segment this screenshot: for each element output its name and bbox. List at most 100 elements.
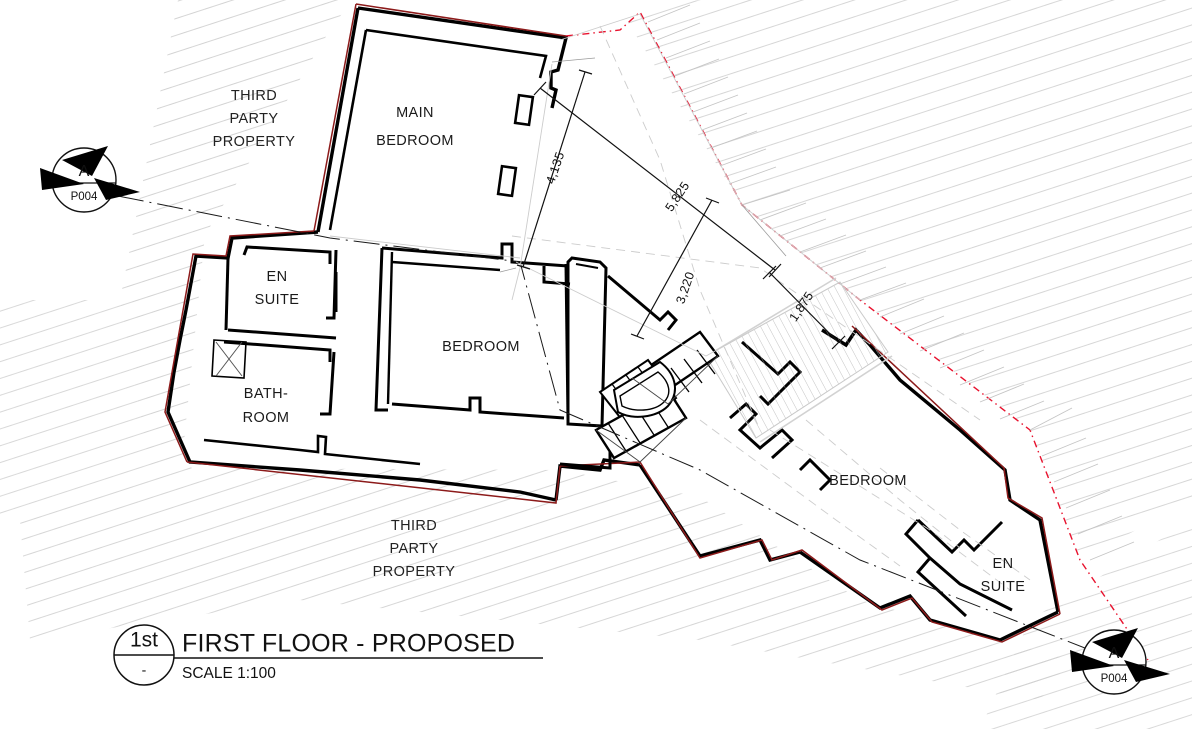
central-pier xyxy=(566,256,608,428)
room-label-en-suite-right: EN SUITE xyxy=(981,556,1026,595)
title-bubble-bottom-label: - xyxy=(142,662,147,678)
room-label-en-suite-left-line1: EN xyxy=(267,269,288,285)
bathroom-east-wall xyxy=(320,351,336,416)
boundary-south-right xyxy=(559,461,1061,643)
room-label-bathroom-line2: ROOM xyxy=(243,410,290,426)
section-marker-bottom-right[interactable]: A P004 xyxy=(1070,628,1170,695)
section-marker-bottom-right-arrow-upper xyxy=(1092,628,1138,658)
room-label-main-bedroom-line1: MAIN xyxy=(396,105,434,121)
main-bedroom-inner-west xyxy=(328,29,368,231)
dim-tick-1875-a xyxy=(762,265,777,280)
stair-void-diagonals xyxy=(595,355,719,463)
centre-bedroom-south-wall xyxy=(391,396,565,420)
centre-bedroom-west-inner xyxy=(386,251,394,405)
dim-tick-4135-a xyxy=(578,69,593,75)
stair-handrail xyxy=(619,371,670,411)
dimension-lines-group xyxy=(499,57,846,350)
boundary-west-north xyxy=(313,3,357,232)
section-line-group xyxy=(117,195,1091,651)
window-main-bedroom-2 xyxy=(496,164,518,198)
main-bedroom-west-wall xyxy=(316,7,360,233)
annotation-tpp-lower-line1: THIRD xyxy=(391,518,437,534)
room-label-bedroom-centre: BEDROOM xyxy=(442,339,520,355)
room-label-en-suite-right-line1: EN xyxy=(993,556,1014,572)
section-marker-top-left-letter: A xyxy=(79,163,90,180)
room-label-main-bedroom-line2: BEDROOM xyxy=(376,133,454,149)
setting-out-d xyxy=(329,235,521,259)
staircase-group xyxy=(594,330,720,463)
right-wing-ensuite-south xyxy=(915,557,968,618)
title-bubble-top-label: 1st xyxy=(130,629,158,652)
setting-out-f xyxy=(511,235,981,421)
west-wing-inner-bottom xyxy=(203,434,421,466)
annotation-third-party-upper: THIRD PARTY PROPERTY xyxy=(213,88,296,150)
building-boundary-overlay xyxy=(164,3,1061,643)
centre-bedroom-north-inner xyxy=(391,260,501,272)
landing-wall-stub-b xyxy=(607,274,679,331)
landing-wall-stub-a xyxy=(542,266,571,286)
dim-tick-5825-a xyxy=(533,81,547,96)
dimension-label-4135: 4,135 xyxy=(543,150,567,186)
setting-out-i xyxy=(699,419,901,567)
window-main-bedroom-1 xyxy=(513,93,535,127)
main-bedroom-inner-wall xyxy=(365,28,548,79)
dimension-label-3220: 3,220 xyxy=(673,270,697,306)
room-label-bathroom-line1: BATH- xyxy=(244,386,288,402)
dim-line-5825 xyxy=(539,87,776,271)
section-marker-top-left-arrow-lower xyxy=(40,168,84,190)
setting-out-g xyxy=(769,429,1011,591)
bathroom-window-sash xyxy=(215,341,243,377)
right-wing-internal-c xyxy=(798,457,833,492)
en-suite-left-west-wall xyxy=(224,257,230,331)
third-party-hatch-far-left xyxy=(0,300,150,520)
central-pier-inner xyxy=(575,263,599,269)
section-marker-top-left-sheet: P004 xyxy=(71,191,98,203)
section-marker-top-left-arrow-upper xyxy=(62,146,108,176)
annotation-tpp-upper-line2: PARTY xyxy=(229,111,278,127)
dim-tick-3220-a xyxy=(705,197,720,204)
dim-line-3220 xyxy=(636,199,713,337)
setting-out-a xyxy=(511,63,553,301)
room-label-en-suite-left: EN SUITE xyxy=(255,269,300,308)
room-label-en-suite-right-line2: SUITE xyxy=(981,579,1026,595)
en-suite-left-north-wall xyxy=(242,245,332,264)
title-block: 1st - FIRST FLOOR - PROPOSED SCALE 1:100 xyxy=(113,624,543,686)
setting-out-c xyxy=(515,261,841,357)
boundary-south xyxy=(186,461,561,504)
page-title: FIRST FLOOR - PROPOSED xyxy=(182,630,515,658)
title-scale-note: SCALE 1:100 xyxy=(182,665,276,682)
dim-tick-4135-b xyxy=(516,264,531,270)
third-party-annotations-group: THIRD PARTY PROPERTY THIRD PARTY PROPERT… xyxy=(213,88,456,580)
dim-tick-3220-b xyxy=(630,333,645,340)
dim-line-1875 xyxy=(768,271,839,343)
room-labels-group: MAIN BEDROOM EN SUITE BATH- ROOM BEDROOM… xyxy=(243,105,1026,595)
boundary-west xyxy=(164,230,315,463)
setting-out-e xyxy=(599,25,761,431)
dim-extension-lines xyxy=(499,57,787,273)
stair-balustrade xyxy=(612,360,676,418)
section-marker-top-left-arrow-right xyxy=(94,178,140,200)
room-label-main-bedroom: MAIN BEDROOM xyxy=(376,105,454,149)
annotation-tpp-upper-line3: PROPERTY xyxy=(213,134,296,150)
section-line-a-a xyxy=(117,195,1091,651)
room-label-en-suite-left-line2: SUITE xyxy=(255,292,300,308)
dimension-label-5825: 5,825 xyxy=(662,179,692,214)
bathroom-north-wall xyxy=(223,340,332,362)
boundary-east xyxy=(851,325,1061,615)
room-label-bathroom: BATH- ROOM xyxy=(243,386,290,426)
room-label-bedroom-right: BEDROOM xyxy=(829,473,907,489)
section-marker-bottom-right-arrow-right xyxy=(1124,660,1170,682)
setting-out-h xyxy=(805,419,961,549)
section-marker-bottom-right-letter: A xyxy=(1109,645,1120,662)
en-suite-left-south-wall xyxy=(227,328,337,340)
flat-roof-edge-b xyxy=(759,355,893,443)
main-bedroom-outer-wall xyxy=(357,6,569,109)
dim-line-4135 xyxy=(522,71,586,268)
boundary-ticks xyxy=(647,4,1135,561)
third-party-hatch-lower xyxy=(20,462,1070,700)
windows-group xyxy=(496,93,535,198)
annotation-tpp-lower-line3: PROPERTY xyxy=(373,564,456,580)
right-wing-ensuite-wall xyxy=(916,518,1004,555)
section-marker-top-left[interactable]: A P004 xyxy=(40,146,140,213)
